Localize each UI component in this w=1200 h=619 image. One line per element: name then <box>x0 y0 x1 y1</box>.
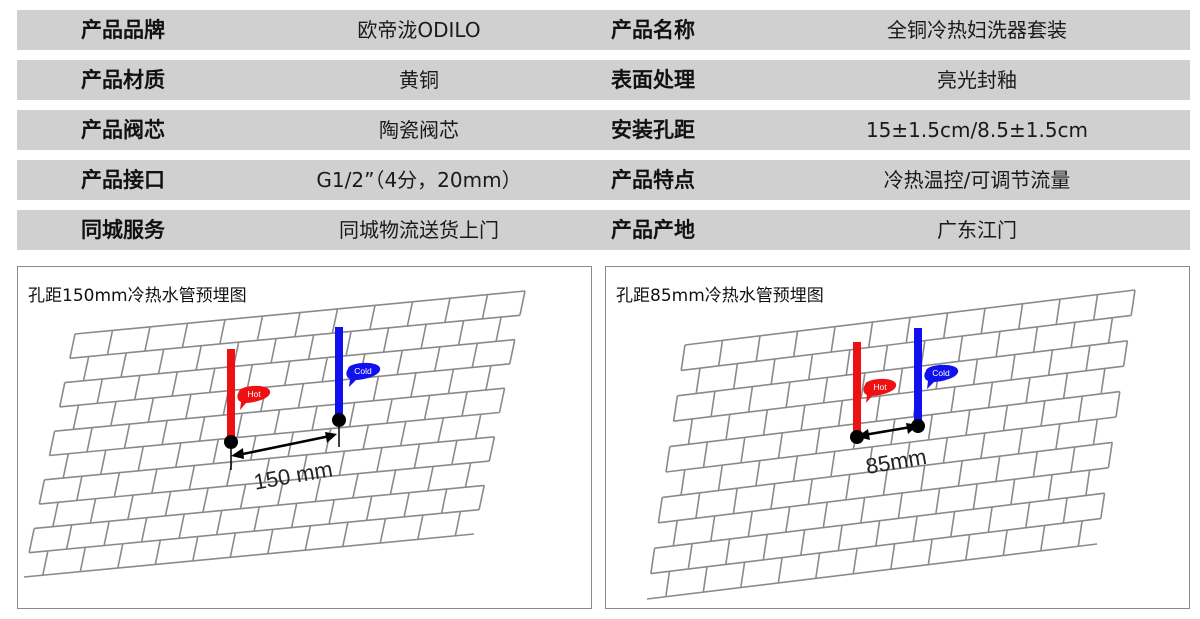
cold-tag: Cold <box>924 364 959 389</box>
spec-label: 产品特点 <box>611 168 695 192</box>
spec-label: 产品接口 <box>81 168 165 192</box>
diagram-title: 孔距85mm冷热水管预埋图 <box>616 286 824 306</box>
measure-line <box>863 425 912 437</box>
spec-row: 产品材质 黄铜 表面处理 亮光封釉 <box>17 60 1190 100</box>
diagram-150mm-illustration: Hot Cold 150 mm <box>23 290 526 578</box>
brick-wall <box>23 290 526 578</box>
spec-value: 全铜冷热妇洗器套装 <box>887 18 1067 42</box>
hot-outlet <box>850 430 864 444</box>
hot-tag: Hot <box>237 385 271 410</box>
spec-value: 欧帝泷ODILO <box>357 18 481 42</box>
hot-label: Hot <box>247 389 261 399</box>
measure-line <box>237 434 331 457</box>
spec-value: 陶瓷阀芯 <box>379 118 459 142</box>
spec-label: 安装孔距 <box>611 118 695 142</box>
spec-row: 产品阀芯 陶瓷阀芯 安装孔距 15±1.5cm/8.5±1.5cm <box>17 110 1190 150</box>
diagram-85mm-illustration: Hot Cold 85mm <box>646 289 1136 600</box>
spec-value: 冷热温控/可调节流量 <box>883 168 1071 192</box>
arrow-left <box>231 448 244 459</box>
spec-label: 产品名称 <box>611 18 695 42</box>
measure-label: 150 mm <box>252 456 335 494</box>
hot-label: Hot <box>873 382 887 392</box>
cold-label: Cold <box>354 366 372 376</box>
spec-value: 亮光封釉 <box>937 68 1017 92</box>
arrow-right <box>325 432 337 443</box>
measure-label: 85mm <box>864 444 929 479</box>
spec-row: 同城服务 同城物流送货上门 产品产地 广东江门 <box>17 210 1190 250</box>
hot-tag: Hot <box>863 378 897 403</box>
diagram-title: 孔距150mm冷热水管预埋图 <box>28 286 247 306</box>
cold-outlet <box>911 419 925 433</box>
spec-value: 15±1.5cm/8.5±1.5cm <box>865 118 1089 142</box>
spec-label: 产品材质 <box>81 68 165 92</box>
cold-label: Cold <box>932 368 950 378</box>
spec-row: 产品接口 G1/2”（4分，20mm） 产品特点 冷热温控/可调节流量 <box>17 160 1190 200</box>
spec-label: 产品品牌 <box>81 18 165 42</box>
spec-label: 产品阀芯 <box>81 118 165 142</box>
spec-value: G1/2”（4分，20mm） <box>316 168 522 192</box>
diagram-85mm-panel: 孔距85mm冷热水管预埋图 Hot Cold 85mm <box>605 266 1190 609</box>
cold-tag: Cold <box>346 362 381 387</box>
spec-label: 同城服务 <box>81 218 165 242</box>
spec-table: 产品品牌 欧帝泷ODILO 产品名称 全铜冷热妇洗器套装 产品材质 黄铜 表面处… <box>17 10 1190 260</box>
spec-value: 同城物流送货上门 <box>339 218 499 242</box>
brick-wall <box>646 289 1136 600</box>
diagram-150mm-panel: 孔距150mm冷热水管预埋图 Hot Cold 150 mm <box>17 266 592 609</box>
spec-label: 产品产地 <box>611 218 695 242</box>
spec-row: 产品品牌 欧帝泷ODILO 产品名称 全铜冷热妇洗器套装 <box>17 10 1190 50</box>
spec-value: 黄铜 <box>399 68 439 92</box>
hot-outlet <box>224 435 238 449</box>
cold-outlet <box>332 413 346 427</box>
spec-label: 表面处理 <box>611 68 695 92</box>
spec-value: 广东江门 <box>937 218 1017 242</box>
